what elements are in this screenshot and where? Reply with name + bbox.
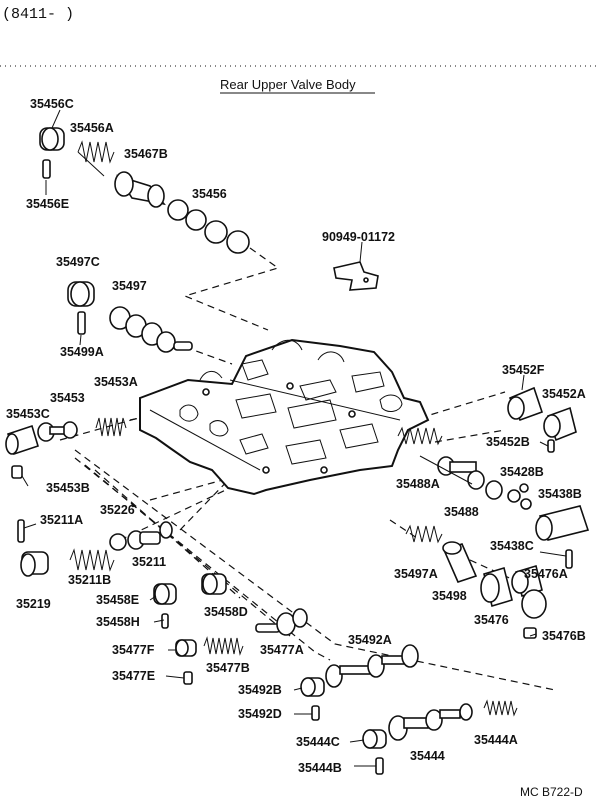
label-35211: 35211 (132, 555, 166, 569)
figure-id: MC B722-D (520, 785, 583, 799)
valve-35456[interactable] (167, 199, 250, 254)
label-35226: 35226 (100, 503, 135, 517)
pin-35477E[interactable] (183, 671, 193, 685)
spring-35211B[interactable] (69, 548, 115, 572)
label-35452B: 35452B (486, 435, 530, 449)
part-labels: 35456C 35456A 35467B 35456 35456E 90949-… (6, 97, 586, 799)
valve-35211[interactable] (127, 521, 173, 550)
label-35453C: 35453C (6, 407, 50, 421)
pin-35211A[interactable] (17, 519, 25, 543)
pin-35476B[interactable] (523, 627, 537, 639)
plug-35219[interactable] (20, 551, 49, 577)
label-35444: 35444 (410, 749, 445, 763)
spring-35477B[interactable] (203, 636, 244, 656)
plug-35452A[interactable] (543, 406, 577, 442)
pin-35438C[interactable] (565, 549, 573, 569)
valve-35492A[interactable] (325, 644, 419, 688)
label-35219: 35219 (16, 597, 51, 611)
pin-35453B[interactable] (11, 465, 23, 479)
label-35458E: 35458E (96, 593, 139, 607)
valve-35497[interactable] (109, 306, 193, 353)
pin-35499A[interactable] (77, 311, 86, 335)
label-35467B: 35467B (124, 147, 168, 161)
label-35444B: 35444B (298, 761, 342, 775)
label-35453B: 35453B (46, 481, 90, 495)
plug-35226[interactable] (109, 533, 127, 551)
label-35456C: 35456C (30, 97, 74, 111)
label-35452F: 35452F (502, 363, 545, 377)
label-35497: 35497 (112, 279, 147, 293)
label-35488: 35488 (444, 505, 479, 519)
plug-35452F[interactable] (507, 386, 544, 422)
valve-35477A[interactable] (255, 608, 308, 636)
label-35458D: 35458D (204, 605, 248, 619)
pin-35444B[interactable] (375, 757, 384, 775)
label-35476A: 35476A (524, 567, 568, 581)
sleeve-35467B[interactable] (114, 171, 166, 208)
label-35476: 35476 (474, 613, 509, 627)
label-35458H: 35458H (96, 615, 140, 629)
label-35492B: 35492B (238, 683, 282, 697)
label-35452A: 35452A (542, 387, 586, 401)
label-35456E: 35456E (26, 197, 69, 211)
label-35477E: 35477E (112, 669, 155, 683)
pin-35458H[interactable] (161, 613, 169, 629)
label-35444C: 35444C (296, 735, 340, 749)
plug-35458E[interactable] (153, 583, 177, 605)
plug-35492B[interactable] (300, 677, 325, 697)
label-35438B: 35438B (538, 487, 582, 501)
pin-35456E[interactable] (42, 159, 51, 179)
label-35428B: 35428B (500, 465, 544, 479)
valve-35428B[interactable] (507, 483, 532, 510)
label-90949-01172: 90949-01172 (322, 230, 395, 244)
plug-35498[interactable] (442, 541, 478, 583)
label-35497A: 35497A (394, 567, 438, 581)
leader-lines (21, 109, 567, 767)
label-35453: 35453 (50, 391, 85, 405)
label-35456: 35456 (192, 187, 227, 201)
plug-35444C[interactable] (362, 729, 387, 749)
plug-35476A[interactable] (511, 564, 543, 598)
label-35444A: 35444A (474, 733, 518, 747)
label-35499A: 35499A (60, 345, 104, 359)
plug-35477F[interactable] (175, 639, 197, 657)
spring-35497A[interactable] (405, 524, 443, 544)
label-35492D: 35492D (238, 707, 282, 721)
label-35211B: 35211B (68, 573, 111, 587)
spring-35456A[interactable] (77, 140, 115, 177)
label-35477B: 35477B (206, 661, 250, 675)
valve-35444[interactable] (388, 703, 473, 741)
label-35211A: 35211A (40, 513, 83, 527)
valve-body (139, 338, 430, 496)
label-35477F: 35477F (112, 643, 155, 657)
plug-35476[interactable] (480, 566, 513, 608)
spring-35444A[interactable] (483, 699, 518, 717)
sleeve-35438B[interactable] (535, 505, 590, 541)
spring-35488A[interactable] (397, 426, 443, 446)
label-35497C: 35497C (56, 255, 100, 269)
plate-90949-01172[interactable] (333, 261, 379, 291)
label-35456A: 35456A (70, 121, 114, 135)
catalog-code-header: (8411- ) (2, 6, 74, 23)
label-35492A: 35492A (348, 633, 392, 647)
valve-35488[interactable] (437, 456, 503, 500)
plug-35453C[interactable] (5, 424, 39, 456)
label-35453A: 35453A (94, 375, 138, 389)
label-35477A: 35477A (260, 643, 304, 657)
valve-35453[interactable] (37, 421, 78, 442)
pin-35452B[interactable] (547, 439, 555, 453)
plug-35497C[interactable] (67, 281, 95, 307)
diagram-title: Rear Upper Valve Body (220, 77, 356, 92)
plug-35456C[interactable] (39, 127, 65, 151)
label-35498: 35498 (432, 589, 467, 603)
label-35438C: 35438C (490, 539, 534, 553)
spring-35453A[interactable] (95, 417, 127, 437)
label-35476B: 35476B (542, 629, 586, 643)
plug-35476-lower[interactable] (521, 589, 547, 619)
plug-35458D[interactable] (201, 573, 227, 595)
pin-35492D[interactable] (311, 705, 320, 721)
label-35488A: 35488A (396, 477, 440, 491)
